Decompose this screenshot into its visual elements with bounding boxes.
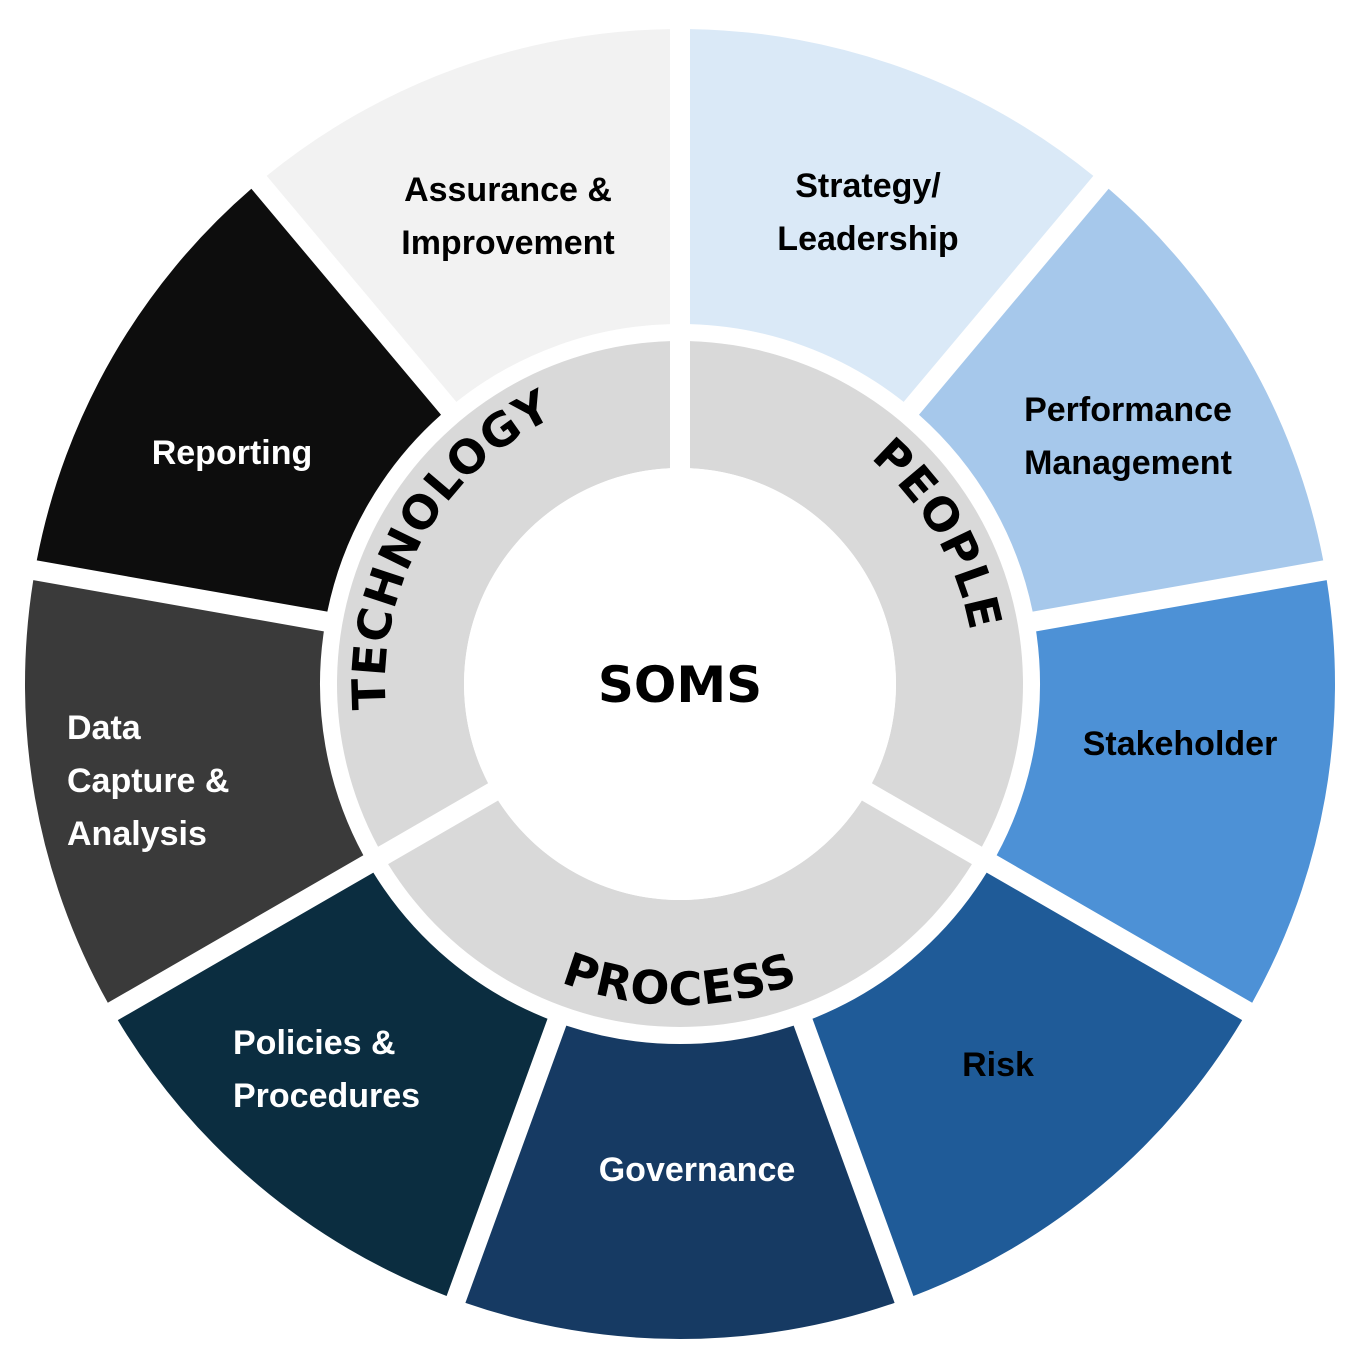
ring-segment-process	[388, 800, 972, 1027]
segment-label-policies-procedures: Policies &Procedures	[233, 1024, 420, 1115]
segment-assurance-improvement	[266, 29, 670, 402]
segment-label-stakeholder: Stakeholder	[1083, 725, 1278, 763]
segment-strategy-leadership	[690, 29, 1094, 402]
ring-segment-people	[690, 341, 1023, 847]
segment-stakeholder	[996, 580, 1335, 1003]
segment-policies-procedures	[117, 872, 548, 1297]
segment-label-governance: Governance	[599, 1151, 796, 1189]
ring-segment-technology	[336, 341, 670, 847]
outer-ring	[24, 29, 1335, 1340]
segment-performance-management	[918, 188, 1324, 612]
center-label: SOMS	[598, 656, 762, 714]
segment-reporting	[36, 188, 442, 612]
segment-label-strategy-leadership: Strategy/Leadership	[777, 167, 958, 258]
segment-governance	[465, 1025, 895, 1340]
segment-label-risk: Risk	[962, 1046, 1034, 1084]
segment-data-capture-analysis	[24, 580, 364, 1003]
segment-risk	[812, 872, 1243, 1297]
segment-label-reporting: Reporting	[152, 434, 313, 472]
segment-label-assurance-improvement: Assurance &Improvement	[401, 171, 615, 262]
inner-ring	[336, 341, 1023, 1027]
center-circle: SOMS	[464, 468, 896, 900]
